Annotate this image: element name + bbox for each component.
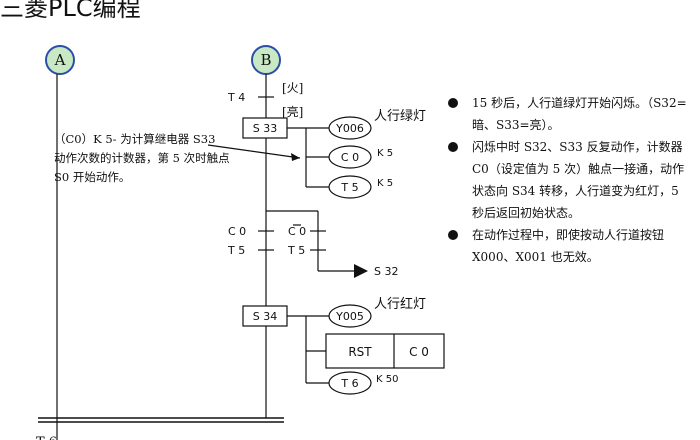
rst-instruction-box [325, 333, 445, 369]
coil-t6-k: K 50 [376, 374, 398, 385]
bullet-icon [448, 98, 458, 108]
coil-y006-label: Y006 [335, 122, 364, 135]
coil-t5-k: K 5 [377, 178, 393, 189]
bullet-icon [448, 142, 458, 152]
note-item: 闪烁中时 S32、S33 反复动作，计数器 C0（设定值为 5 次）触点一接通，… [448, 136, 688, 224]
coil-t5 [328, 175, 372, 199]
jump-target-label: S 32 [374, 265, 398, 278]
footer-fragment: T 6 [36, 435, 57, 440]
bus-a: A [45, 45, 75, 440]
step-s34-label: S 34 [253, 310, 277, 323]
coil-y005-label: Y005 [335, 310, 364, 323]
light-label: [亮] [282, 104, 303, 119]
note-text: 15 秒后，人行道绿灯开始闪烁。（S32=暗、S33=亮）。 [472, 96, 687, 132]
note-text: 闪烁中时 S32、S33 反复动作，计数器 C0（设定值为 5 次）触点一接通，… [472, 140, 685, 220]
page-header: 三菱PLC编程 [0, 0, 141, 22]
rst-label: RST [348, 345, 372, 359]
coil-c0 [328, 145, 372, 169]
bus-b-label: B [260, 51, 271, 69]
note-text: 在动作过程中，即使按动人行道按钮 X000、X001 也无效。 [472, 228, 665, 264]
right-notes: 15 秒后，人行道绿灯开始闪烁。（S32=暗、S33=亮）。 闪烁中时 S32、… [448, 92, 688, 268]
note-pointer-arrow [291, 153, 300, 161]
coil-y005-desc: 人行红灯 [374, 296, 426, 312]
coil-c0-k: K 5 [377, 148, 393, 159]
coil-c0-label: C 0 [341, 151, 359, 164]
bus-a-label: A [54, 51, 66, 69]
bullet-icon [448, 230, 458, 240]
coil-t6-label: T 6 [340, 377, 358, 390]
t5-b-label: T 5 [287, 244, 305, 257]
coil-y006-desc: 人行绿灯 [374, 109, 426, 124]
c0-no-label: C 0 [228, 225, 246, 238]
t4-label: T 4 [227, 91, 245, 104]
bus-a-circle [45, 45, 75, 75]
bus-b: B [251, 45, 281, 118]
note-item: 在动作过程中，即使按动人行道按钮 X000、X001 也无效。 [448, 224, 688, 268]
jump-arrow-icon [354, 264, 368, 278]
t5-a-label: T 5 [227, 244, 245, 257]
fire-label: [火] [282, 81, 303, 95]
left-annotation: （C0）K 5- 为计算继电器 S33 动作次数的计数器，第 5 次时触点 S0… [54, 132, 230, 184]
note-item: 15 秒后，人行道绿灯开始闪烁。（S32=暗、S33=亮）。 [448, 92, 688, 136]
c0-nc-label: C 0 [288, 225, 306, 238]
coil-y006 [328, 116, 372, 140]
note-pointer-line [207, 144, 301, 159]
step-s33-label: S 33 [253, 122, 277, 135]
coil-t6 [328, 371, 372, 395]
rst-target-label: C 0 [409, 345, 429, 359]
coil-y005 [328, 304, 372, 328]
coil-t5-label: T 5 [340, 181, 358, 194]
